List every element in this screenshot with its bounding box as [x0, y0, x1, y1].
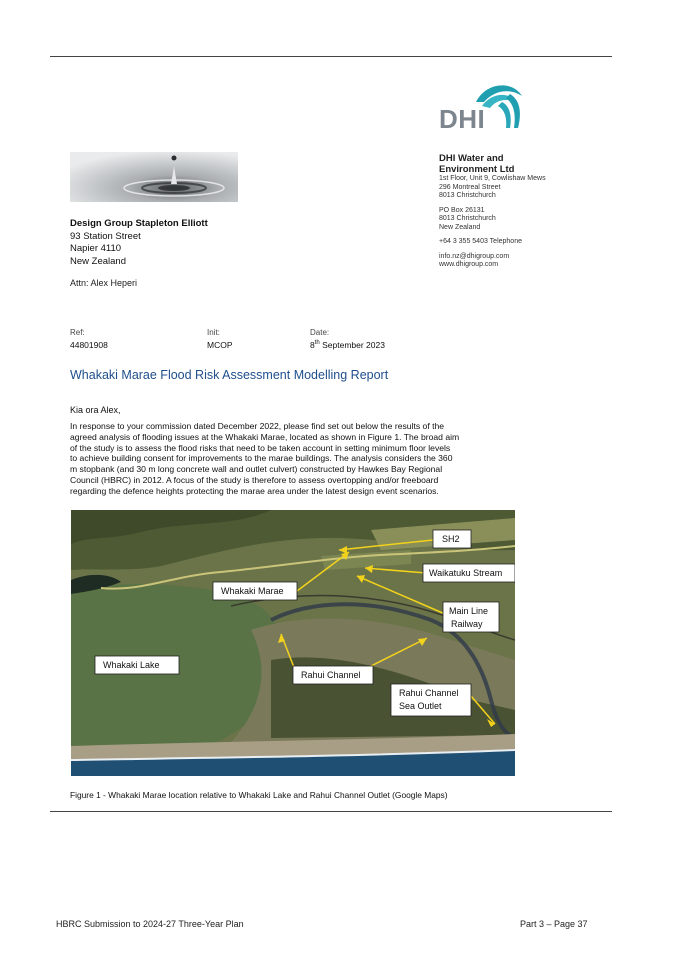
po-line: 8013 Christchurch	[439, 215, 496, 222]
label-box-railway	[442, 601, 500, 633]
label-lake: Whakaki Lake	[103, 660, 160, 670]
paragraph-line: Council (HBRC) in 2012. A focus of the s…	[70, 474, 439, 485]
po-line: PO Box 26131	[439, 206, 485, 214]
footer-page-number: Part 3 – Page 37	[520, 919, 588, 929]
date-label: Date:	[310, 328, 330, 337]
recipient-name: Design Group Stapleton Elliott	[70, 218, 208, 229]
paragraph-line: m stopbank (and 30 m long concrete wall …	[70, 464, 443, 475]
company-name-line2: Environment Ltd	[439, 163, 515, 175]
ref-label: Ref:	[70, 328, 85, 337]
paragraph-line: to achieve building consent for improvem…	[70, 453, 453, 464]
report-title: Whakaki Marae Flood Risk Assessment Mode…	[70, 368, 389, 382]
label-sh2: SH2	[442, 534, 460, 544]
bottom-divider	[50, 811, 612, 812]
recipient-line: New Zealand	[70, 255, 126, 267]
attention-line: Attn: Alex Heperi	[70, 278, 138, 288]
address-line: 1st Floor, Unit 9, Cowlishaw Mews	[439, 175, 546, 182]
aerial-map-image: SH2 Waikatuku Stream Whakaki Marae Main …	[70, 510, 516, 776]
water-drop-ripple-image	[70, 152, 238, 202]
label-railway-1: Main Line	[449, 606, 488, 616]
recipient-address: Design Group Stapleton Elliott 93 Statio…	[70, 218, 208, 290]
email-link[interactable]: info.nz@dhigroup.com	[439, 252, 510, 260]
recipient-line: 93 Station Street	[70, 230, 141, 242]
label-box-sh2	[432, 529, 472, 549]
label-box-marae	[212, 581, 298, 601]
footer-left: HBRC Submission to 2024-27 Three-Year Pl…	[56, 919, 244, 929]
label-marae: Whakaki Marae	[221, 586, 284, 596]
paragraph-line: of the study is to assess the flood risk…	[70, 442, 451, 453]
intro-paragraph: In response to your commission dated Dec…	[70, 421, 520, 497]
greeting: Kia ora Alex,	[70, 405, 121, 415]
date-suffix: th	[314, 340, 320, 347]
date-day: 8	[310, 340, 315, 350]
dhi-logo-text: DHI	[439, 104, 486, 134]
address-line: 296 Montreal Street	[439, 183, 501, 191]
figure-map: SH2 Waikatuku Stream Whakaki Marae Main …	[70, 510, 516, 776]
date-value: 8th September 2023	[310, 340, 385, 350]
label-rahui: Rahui Channel	[301, 670, 361, 680]
dhi-logo: DHI	[436, 80, 528, 134]
date-rest: September 2023	[319, 340, 385, 350]
address-line: 8013 Christchurch	[439, 192, 496, 199]
label-box-rahui	[292, 665, 374, 685]
recipient-line: Napier 4110	[70, 243, 122, 254]
phone-line: +64 3 355 5403 Telephone	[439, 238, 522, 245]
init-value: MCOP	[207, 340, 233, 350]
init-label: Init:	[207, 328, 220, 337]
dhi-wave-logo-icon	[476, 85, 522, 128]
po-line: New Zealand	[439, 223, 481, 231]
dhi-contact-block: DHI Water and Environment Ltd 1st Floor,…	[439, 153, 609, 270]
figure-caption: Figure 1 - Whakaki Marae location relati…	[70, 790, 448, 800]
paragraph-line: regarding the defence heights protecting…	[70, 485, 439, 496]
label-box-lake	[94, 655, 180, 675]
company-name-line1: DHI Water and	[439, 153, 504, 164]
label-box-outlet	[390, 683, 472, 717]
label-railway-2: Railway	[451, 619, 483, 629]
paragraph-line: agreed analysis of flooding issues at th…	[70, 431, 460, 442]
paragraph-line: In response to your commission dated Dec…	[70, 421, 445, 431]
label-outlet-2: Sea Outlet	[399, 701, 442, 711]
web-link[interactable]: www.dhigroup.com	[439, 261, 499, 268]
top-divider	[50, 56, 612, 57]
ref-value: 44801908	[70, 340, 108, 350]
label-outlet-1: Rahui Channel	[399, 688, 459, 698]
label-waikatuku: Waikatuku Stream	[429, 568, 502, 578]
